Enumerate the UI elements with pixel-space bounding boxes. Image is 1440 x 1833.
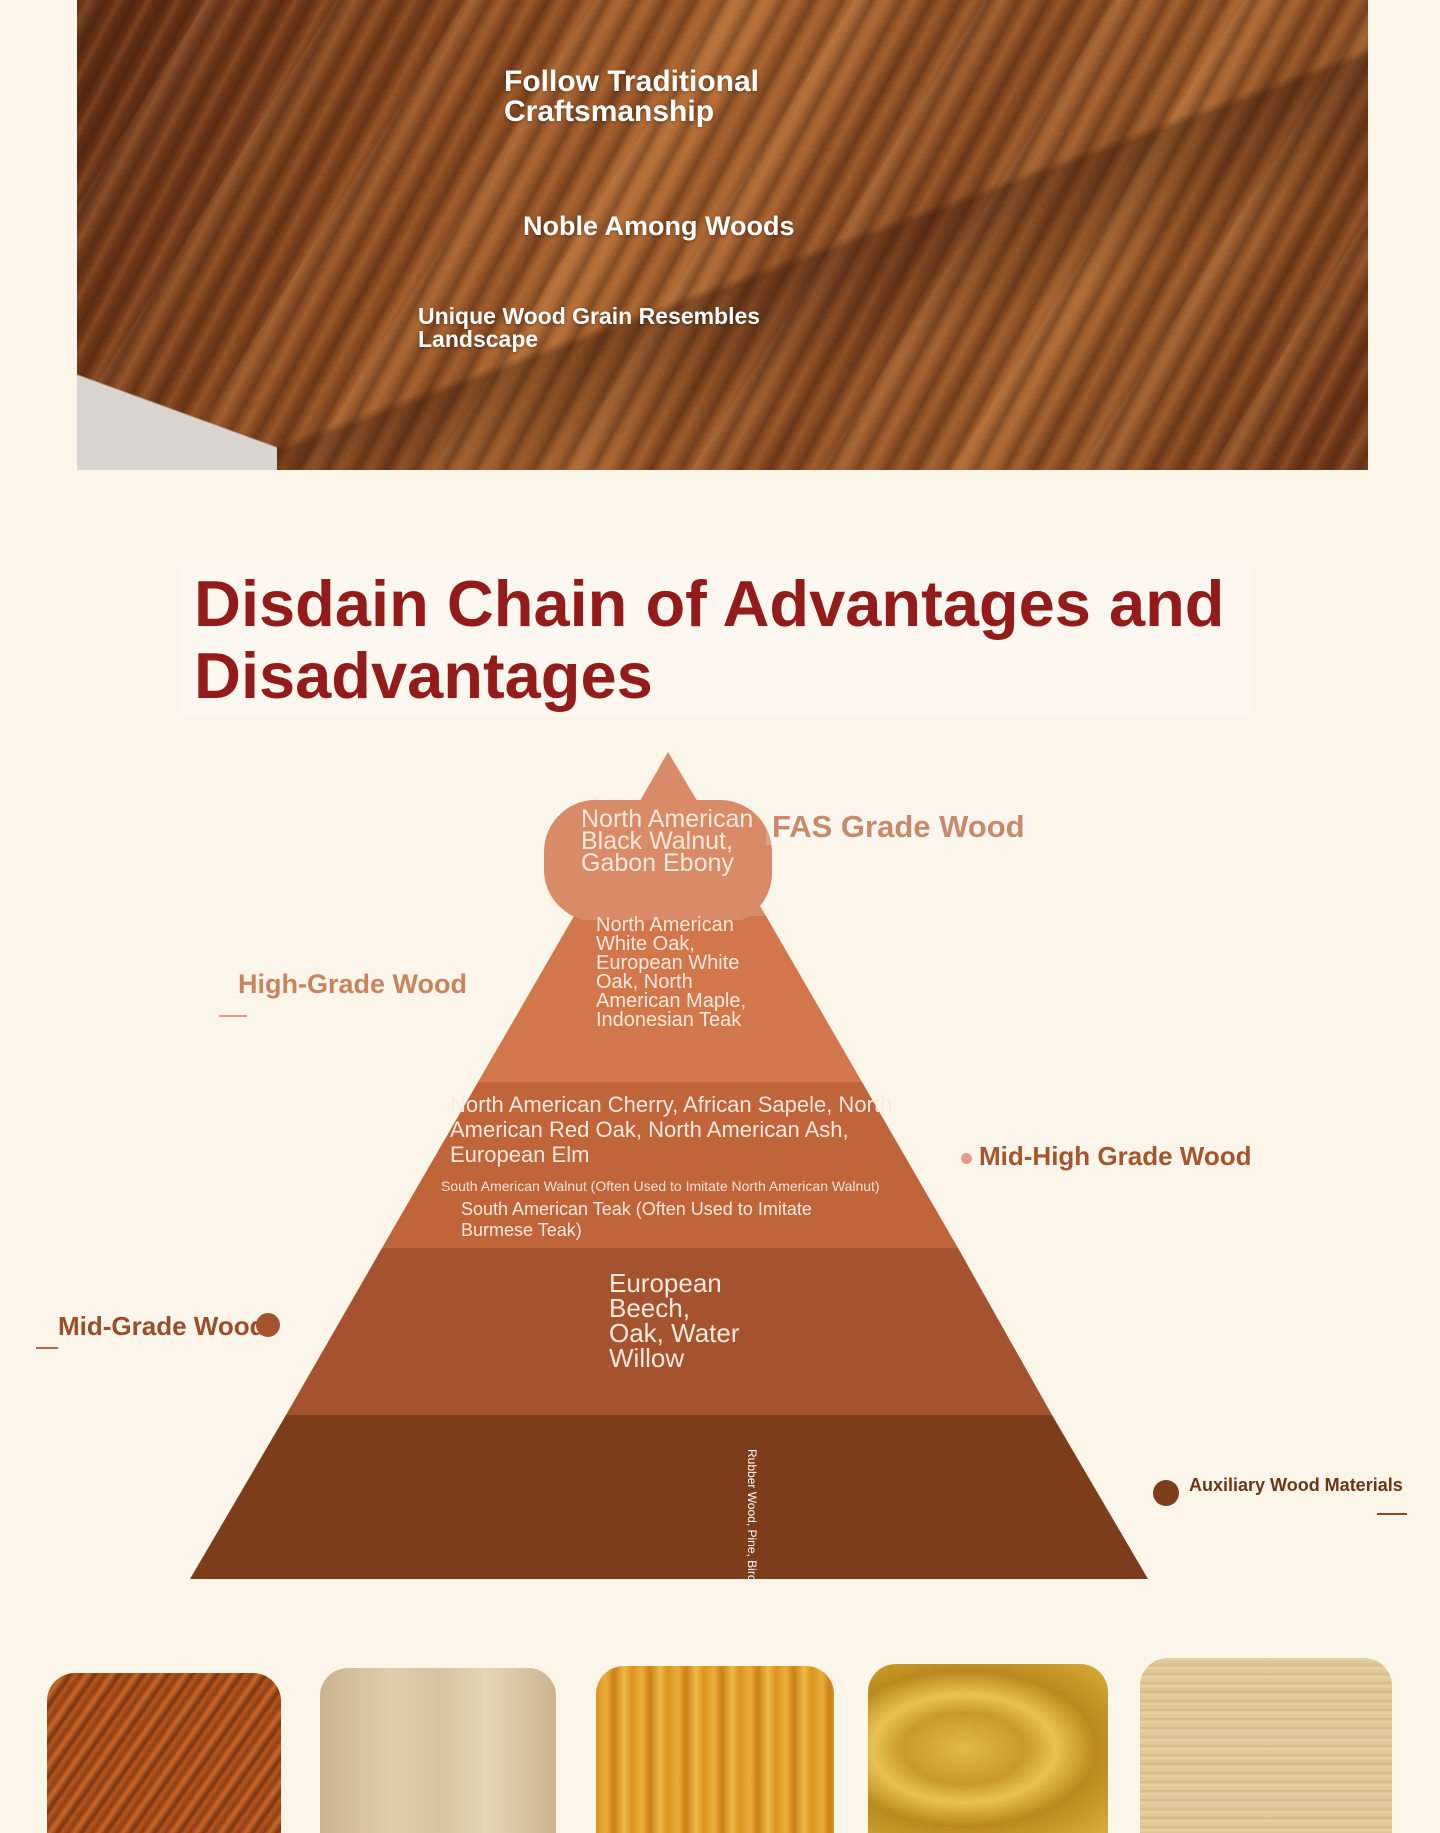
- tier-mid-woods: European Beech, Oak, Water Willow: [609, 1268, 740, 1373]
- grade-label-high: High-Grade Wood: [238, 969, 467, 999]
- tier-mid: [286, 1248, 1052, 1415]
- tier-auxiliary-woods: Rubber Wood, Pine, Birch: [745, 1449, 759, 1579]
- tier-auxiliary: [190, 1415, 1148, 1579]
- tier-mid-high-woods: North American Cherry, African Sapele, N…: [450, 1092, 893, 1167]
- grade-label-mid-high: Mid-High Grade Wood: [979, 1141, 1252, 1171]
- tier-mid-high: [382, 1082, 958, 1248]
- grade-label-fas: FAS Grade Wood: [766, 809, 1031, 845]
- wood-swatch-5: [1140, 1658, 1392, 1833]
- hero-heading-noble: Noble Among Woods: [523, 211, 795, 241]
- accent-dash-auxiliary: [1377, 1513, 1407, 1515]
- grade-label-mid: Mid-Grade Wood: [58, 1311, 266, 1341]
- wood-grade-pyramid: [190, 752, 1148, 1579]
- wood-swatch-2: [320, 1668, 556, 1833]
- accent-dot-mid: [256, 1313, 280, 1337]
- wood-swatch-3: [596, 1666, 834, 1833]
- wood-swatch-1: [47, 1673, 281, 1833]
- wood-swatch-4: [868, 1664, 1108, 1833]
- accent-dash-high: [219, 1015, 247, 1017]
- tier-fas-bubble: [543, 799, 773, 920]
- accent-dot-mid-high: [961, 1153, 972, 1164]
- section-title: Disdain Chain of Advantages and Disadvan…: [194, 567, 1225, 712]
- accent-dash-mid: [36, 1347, 58, 1349]
- tier-high-woods: North American White Oak, European White…: [596, 914, 747, 1031]
- tier-high: [478, 916, 862, 1082]
- tier-mid-high-note-walnut: South American Walnut (Often Used to Imi…: [441, 1178, 880, 1194]
- tier-mid-high-note-teak: South American Teak (Often Used to Imita…: [461, 1199, 812, 1240]
- grade-label-auxiliary: Auxiliary Wood Materials: [1189, 1475, 1403, 1495]
- hero-heading-tradition: Follow Traditional Craftsmanship: [504, 65, 759, 128]
- hero-heading-grain: Unique Wood Grain Resembles Landscape: [418, 303, 761, 352]
- tier-fas-woods: North American Black Walnut, Gabon Ebony: [581, 805, 754, 877]
- accent-dot-auxiliary: [1153, 1480, 1179, 1506]
- hero-background-corner: [77, 350, 277, 470]
- title-backdrop: [180, 562, 1252, 717]
